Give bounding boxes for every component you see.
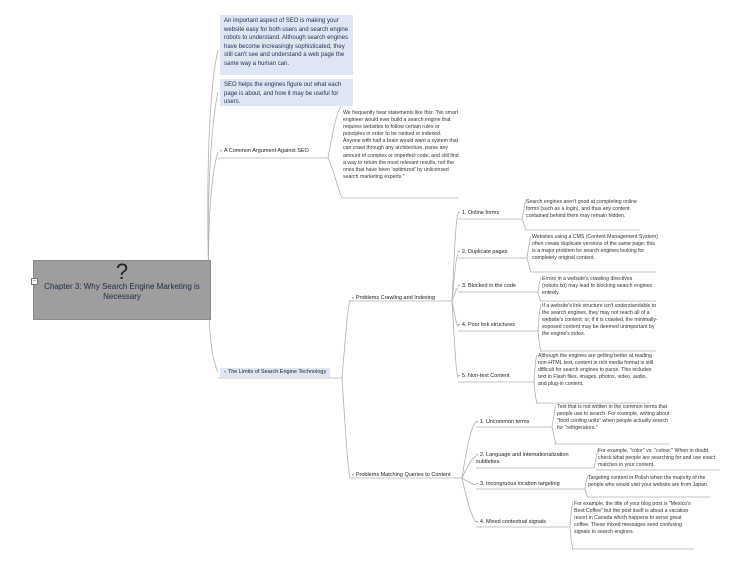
crawling-label: Problems Crawling and Indexing — [355, 295, 436, 301]
crawl-item-non-text[interactable]: -5. Non-text Content — [458, 373, 510, 379]
crawl-text-blocked-code: Errors in a website's crawling directive… — [542, 276, 653, 297]
crawl-text-poor-links: If a website's link structure isn't unde… — [542, 303, 658, 338]
match-text-language: For example, "color" vs. "colour." When … — [598, 448, 716, 469]
topic-matching-queries[interactable]: -Problems Matching Queries to Content — [352, 472, 451, 478]
central-topic[interactable]: − ? Chapter 3: Why Search Engine Marketi… — [31, 259, 211, 320]
match-text-location: Targeting content in Polish when the maj… — [588, 475, 709, 489]
argument-text: We frequently hear statements like this:… — [343, 110, 459, 180]
topic-common-argument[interactable]: -A Common Argument Against SEO — [220, 148, 309, 154]
match-item-uncommon-terms[interactable]: -1. Uncommon terms — [476, 419, 530, 425]
crawl-text-online-forms: Search engines aren't good at completing… — [526, 199, 637, 220]
seo-note-1[interactable]: An important aspect of SEO is making you… — [220, 15, 353, 75]
topic-common-argument-label: A Common Argument Against SEO — [223, 148, 309, 154]
topic-crawling-indexing[interactable]: -Problems Crawling and Indexing — [352, 295, 436, 301]
match-item-language[interactable]: -2. Language and internationalization su… — [476, 452, 569, 465]
topic-limits-label: The Limits of Search Engine Technology — [227, 369, 327, 375]
seo-note-2[interactable]: SEO helps the engines figure out what ea… — [220, 79, 353, 106]
question-mark-icon: ? — [115, 259, 129, 284]
crawl-item-online-forms[interactable]: -1. Online forms — [458, 210, 500, 216]
topic-limits-technology[interactable]: -The Limits of Search Engine Technology — [220, 368, 331, 377]
match-text-uncommon-terms: Text that is not written in the common t… — [557, 404, 670, 432]
match-text-mixed-signals: For example, the title of your blog post… — [574, 501, 691, 536]
crawl-item-blocked-code[interactable]: -3. Blocked in the code — [458, 283, 516, 289]
match-item-location[interactable]: -3. Incongruous location targeting — [476, 481, 560, 487]
central-topic-title: Chapter 3: Why Search Engine Marketing i… — [44, 282, 200, 301]
matching-label: Problems Matching Queries to Content — [355, 472, 451, 478]
crawl-text-duplicate-pages: Websites using a CMS (Content Management… — [532, 234, 658, 262]
match-item-mixed-signals[interactable]: -4. Mixed contextual signals — [476, 519, 546, 525]
crawl-text-non-text: Although the engines are getting better … — [538, 353, 654, 388]
crawl-item-poor-links[interactable]: -4. Poor link structures — [458, 322, 516, 328]
collapse-icon[interactable]: − — [31, 278, 38, 285]
crawl-item-duplicate-pages[interactable]: -2. Duplicate pages — [458, 249, 508, 255]
